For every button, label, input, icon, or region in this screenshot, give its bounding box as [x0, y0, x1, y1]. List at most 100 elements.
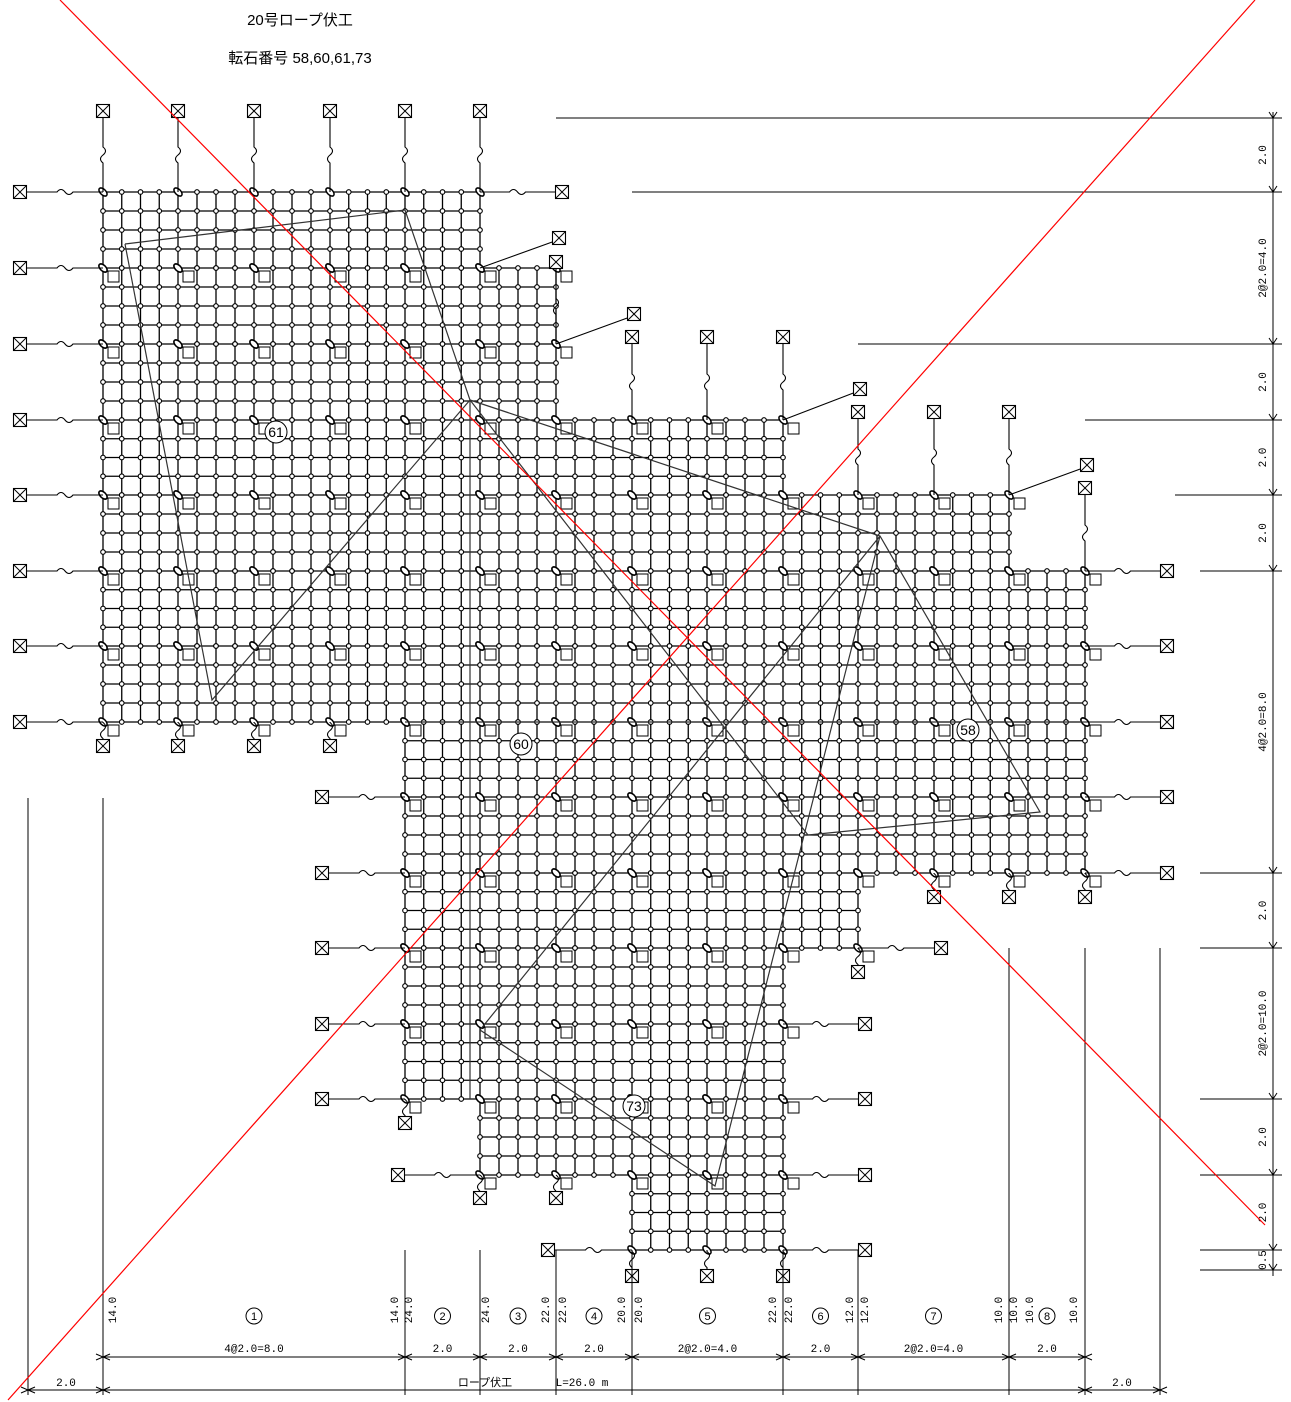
right-anchor: [857, 1242, 873, 1258]
right-anchor: [857, 1091, 873, 1107]
section-dimension-label: 2@2.0=4.0: [678, 1344, 737, 1356]
left-anchor: [12, 714, 28, 730]
stone-number-61: 61: [264, 420, 288, 444]
section-dimension-label: 2@2.0=4.0: [904, 1344, 963, 1356]
left-anchor: [12, 260, 28, 276]
svg-text:6: 6: [817, 1311, 823, 1323]
bottom-anchor: [926, 889, 942, 905]
top-anchor: [850, 404, 866, 420]
svg-text:2: 2: [439, 1311, 445, 1323]
edge-length-label: 10.0: [1009, 1297, 1021, 1323]
section-number-5: 5: [699, 1307, 716, 1325]
right-dimension-label: 0.5: [1258, 1250, 1270, 1270]
top-anchor: [775, 329, 791, 345]
corner-anchor: [1079, 457, 1095, 473]
stone-number-73: 73: [622, 1094, 646, 1118]
top-anchor: [95, 103, 111, 119]
edge-length-label: 12.0: [860, 1297, 872, 1323]
left-anchor: [314, 1016, 330, 1032]
left-anchor: [12, 638, 28, 654]
section-dimension-label: 2.0: [1037, 1344, 1057, 1356]
section-dimension-label: 2.0: [508, 1344, 528, 1356]
dimension-layer: [20, 111, 1282, 1395]
drawing-title: 20号ロープ伏工: [247, 12, 353, 29]
corner-anchor: [551, 230, 567, 246]
top-anchor: [472, 103, 488, 119]
total-length-value: L=26.0 m: [556, 1378, 609, 1390]
bottom-anchor: [1001, 889, 1017, 905]
top-anchor: [624, 329, 640, 345]
svg-text:60: 60: [513, 736, 529, 752]
right-dimension-label: 2.0: [1258, 448, 1270, 468]
top-anchor: [397, 103, 413, 119]
edge-length-label: 24.0: [404, 1297, 416, 1323]
bottom-anchor: [850, 964, 866, 980]
edge-length-label: 10.0: [1069, 1297, 1081, 1323]
bottom-anchor: [170, 738, 186, 754]
net-knots: [98, 187, 1090, 1255]
section-dimension-label: 4@2.0=8.0: [224, 1344, 283, 1356]
edge-length-label: 24.0: [481, 1297, 493, 1323]
svg-text:4: 4: [591, 1311, 597, 1323]
edge-length-label: 22.0: [558, 1297, 570, 1323]
section-dimension-label: 2.0: [584, 1344, 604, 1356]
top-anchor: [699, 329, 715, 345]
stone-58-outline: [469, 399, 1041, 836]
edge-length-label: 20.0: [634, 1297, 646, 1323]
bottom-anchor: [1077, 889, 1093, 905]
section-number-6: 6: [812, 1307, 829, 1325]
right-anchor: [933, 940, 949, 956]
left-anchor: [314, 865, 330, 881]
right-anchor: [1159, 563, 1175, 579]
edge-length-label: 14.0: [390, 1297, 402, 1323]
bottom-anchor: [246, 738, 262, 754]
section-dimension-label: 2.0: [433, 1344, 453, 1356]
bottom-anchor: [397, 1115, 413, 1131]
void-cross-lines: [7, 0, 1266, 1401]
right-dimension-label: 2.0: [1258, 145, 1270, 165]
left-extra-label: 2.0: [56, 1378, 76, 1390]
edge-length-label: 20.0: [617, 1297, 629, 1323]
right-anchor: [1159, 865, 1175, 881]
right-dimension-label: 2.0: [1258, 901, 1270, 921]
section-number-2: 2: [434, 1307, 451, 1325]
rope-net-grid: [98, 187, 1102, 1255]
top-anchor: [246, 103, 262, 119]
edge-length-label: 22.0: [784, 1297, 796, 1323]
edge-length-label: 12.0: [845, 1297, 857, 1323]
edge-length-label: 22.0: [768, 1297, 780, 1323]
section-number-4: 4: [585, 1307, 603, 1325]
svg-text:7: 7: [930, 1311, 936, 1323]
section-number-1: 1: [245, 1307, 263, 1325]
left-anchor: [12, 184, 28, 200]
right-dimension-label: 2@2.0=4.0: [1258, 238, 1270, 297]
left-anchor: [12, 336, 28, 352]
right-anchor: [857, 1016, 873, 1032]
svg-text:1: 1: [251, 1311, 257, 1323]
section-number-7: 7: [925, 1307, 942, 1325]
right-anchor: [857, 1167, 873, 1183]
bottom-anchor: [95, 738, 111, 754]
stone-number-58: 58: [956, 718, 980, 742]
svg-text:5: 5: [704, 1311, 710, 1323]
red-cross-line: [59, 0, 1266, 1226]
right-dimension-label: 2.0: [1258, 372, 1270, 392]
stone-73-outline: [479, 535, 881, 1187]
top-anchor: [1077, 480, 1093, 496]
svg-text:73: 73: [626, 1098, 642, 1114]
bottom-anchor: [322, 738, 338, 754]
left-anchor: [12, 563, 28, 579]
right-anchor: [1159, 638, 1175, 654]
right-anchor: [554, 184, 570, 200]
left-anchor: [540, 1242, 556, 1258]
section-number-3: 3: [509, 1307, 527, 1325]
section-dimension-label: 2.0: [811, 1344, 831, 1356]
edge-length-label: 10.0: [994, 1297, 1006, 1323]
bottom-anchor: [548, 1190, 564, 1206]
section-number-8: 8: [1038, 1307, 1056, 1325]
top-anchor: [1001, 404, 1017, 420]
edge-length-label: 10.0: [1025, 1297, 1037, 1323]
right-dimension-label: 2.0: [1258, 1127, 1270, 1147]
right-anchor: [1159, 714, 1175, 730]
